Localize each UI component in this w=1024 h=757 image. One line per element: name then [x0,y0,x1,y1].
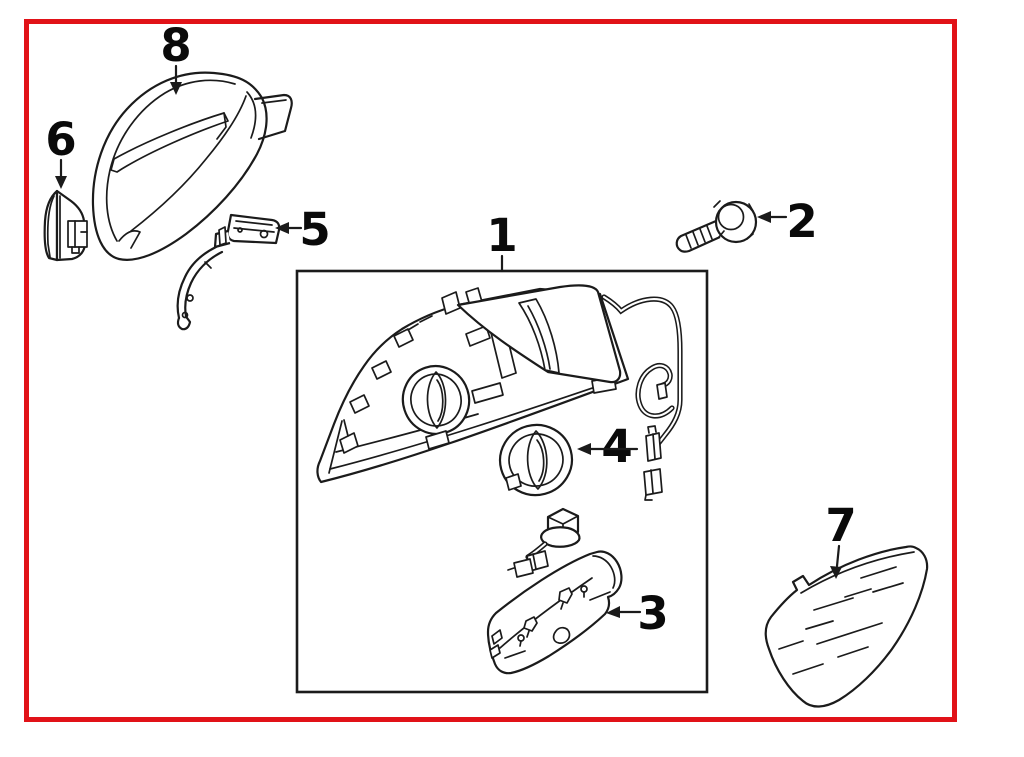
part-8-housing-cap-drawing [91,71,293,261]
part-6-corner-cover-drawing [43,189,88,262]
part-4-label[interactable]: 4 [601,420,632,473]
part-4-bezel-ring-drawing [498,423,574,497]
part-8-label[interactable]: 8 [160,19,191,72]
part-7-arrow [835,544,841,568]
part-5-label[interactable]: 5 [299,203,330,256]
part-6-arrowhead [55,176,67,189]
part-3-arrowhead [606,606,620,618]
part-2-label[interactable]: 2 [786,195,817,248]
callout-2[interactable]: 2 [757,195,818,248]
callout-1[interactable]: 1 [486,209,518,273]
part-7-label[interactable]: 7 [825,499,856,552]
part-2-arrowhead [757,211,771,223]
callout-5[interactable]: 5 [275,203,331,256]
part-6-label[interactable]: 6 [45,113,76,166]
part-3-label[interactable]: 3 [637,587,668,640]
part-1-mirror-assembly-drawing [316,284,683,578]
part-7-mirror-glass-drawing [764,545,929,708]
part-3-lower-cover-drawing [486,550,623,675]
part-5-arrowhead [275,222,289,234]
part-5-bracket-arm-drawing [176,213,281,331]
part-4-arrowhead [577,443,591,455]
callout-7[interactable]: 7 [825,499,857,579]
part-8-arrowhead [170,82,182,95]
callout-6[interactable]: 6 [45,113,77,189]
part-1-label[interactable]: 1 [486,209,517,262]
red-border-frame [24,19,957,722]
callout-8[interactable]: 8 [160,19,192,95]
callout-3[interactable]: 3 [606,587,669,640]
part-7-arrowhead [830,566,842,579]
callout-4[interactable]: 4 [577,420,639,473]
part-2-bolt-drawing [675,200,758,253]
